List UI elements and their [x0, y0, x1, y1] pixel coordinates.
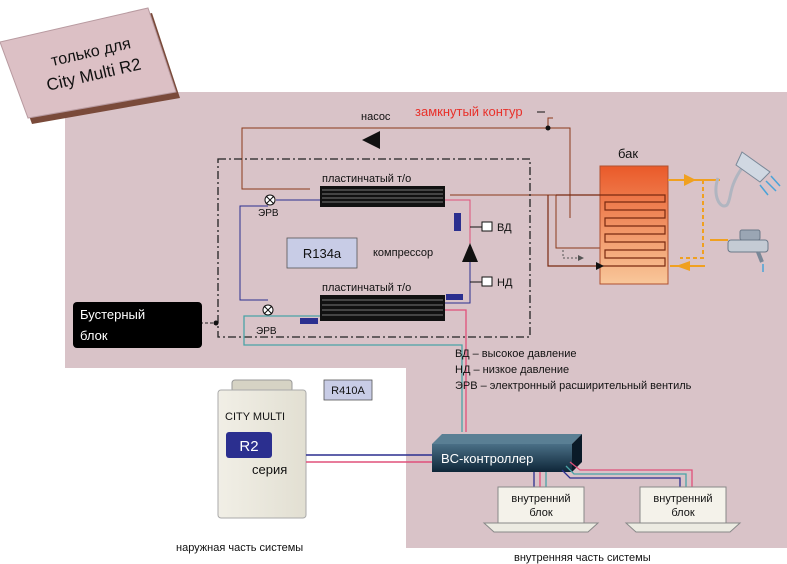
outdoor-caption: наружная часть системы [176, 542, 303, 554]
indoor-unit-1 [482, 486, 600, 533]
erv-bottom-label: ЭРВ [256, 326, 277, 337]
r2-badge [226, 432, 272, 458]
city-multi-r2-badge: только для City Multi R2 [0, 7, 180, 124]
plate-hx-bottom-stripes [322, 299, 443, 316]
compressor-icon [462, 243, 478, 262]
coil-inlet-arrow [596, 262, 604, 270]
plate-hx-top-label: пластинчатый т/о [322, 173, 411, 185]
plate-hx-top-stripes [322, 189, 443, 203]
closed-loop-label: замкнутый контур [415, 104, 523, 119]
lp-sensor-icon [481, 276, 493, 287]
expansion-valve-bottom-icon [262, 304, 274, 316]
lp-label: НД [497, 277, 513, 289]
indoor-unit-2-line-1: внутренний [653, 493, 712, 505]
tap-icon [727, 229, 769, 272]
plate-heat-exchanger-top [320, 186, 445, 207]
indoor-unit-1-line-2: блок [529, 507, 552, 519]
r410a-booster-lines [243, 309, 467, 432]
hp-label: ВД [497, 222, 512, 234]
tank-label: бак [618, 146, 638, 161]
erv-bottom-sensor-bar [300, 318, 318, 324]
tank-coil [547, 194, 666, 267]
booster-unit-label-box [73, 302, 202, 348]
indoor-unit-1-line-1: внутренний [511, 493, 570, 505]
r134a-circuit [239, 199, 471, 304]
r410a-label: R410A [331, 385, 365, 397]
legend-erv: ЭРВ – электронный расширительный вентиль [455, 380, 692, 392]
hot-water-lines [668, 174, 728, 271]
booster-leader-dot [213, 320, 219, 326]
r134a-label-box [286, 237, 358, 269]
dashed-inlet-arrow [562, 250, 578, 259]
legend-hp: ВД – высокое давление [455, 348, 577, 360]
expansion-valve-top-icon [264, 194, 276, 206]
lp-sensor-bar [446, 294, 463, 300]
closed-loop-circuit [241, 117, 600, 249]
outdoor-unit-brand: CITY MULTI [225, 411, 285, 423]
booster-label-line-2: блок [80, 328, 108, 343]
bc-controller-side [572, 434, 582, 472]
booster-label-line-1: Бустерный [80, 307, 145, 322]
indoor-unit-2 [624, 486, 742, 533]
outdoor-unit-series: серия [252, 462, 287, 477]
pump-icon [362, 131, 380, 149]
outdoor-to-bc-lines [306, 454, 432, 463]
erv-top-label: ЭРВ [258, 208, 279, 219]
booster-unit-boundary [217, 158, 531, 338]
bc-controller-label: BC-контроллер [441, 451, 533, 466]
indoor-unit-2-line-2: блок [671, 507, 694, 519]
plate-hx-bottom-label: пластинчатый т/о [322, 282, 411, 294]
shower-icon [714, 151, 781, 208]
r134a-label: R134a [303, 246, 342, 261]
bc-controller-box [432, 434, 582, 444]
hp-sensor-bar [454, 213, 461, 231]
water-tank [599, 165, 669, 285]
bc-controller-front [432, 444, 572, 472]
compressor-label: компрессор [373, 247, 433, 259]
plate-heat-exchanger-bottom [320, 295, 445, 321]
r410a-label-box [323, 379, 373, 401]
pump-label: насос [361, 111, 391, 123]
hp-sensor-icon [481, 221, 493, 232]
legend-lp: НД – низкое давление [455, 364, 569, 376]
indoor-caption: внутренняя часть системы [514, 552, 651, 564]
r2-label: R2 [239, 438, 258, 455]
loop-junction-dot [545, 125, 551, 131]
dashed-inlet-arrowhead [578, 255, 584, 261]
